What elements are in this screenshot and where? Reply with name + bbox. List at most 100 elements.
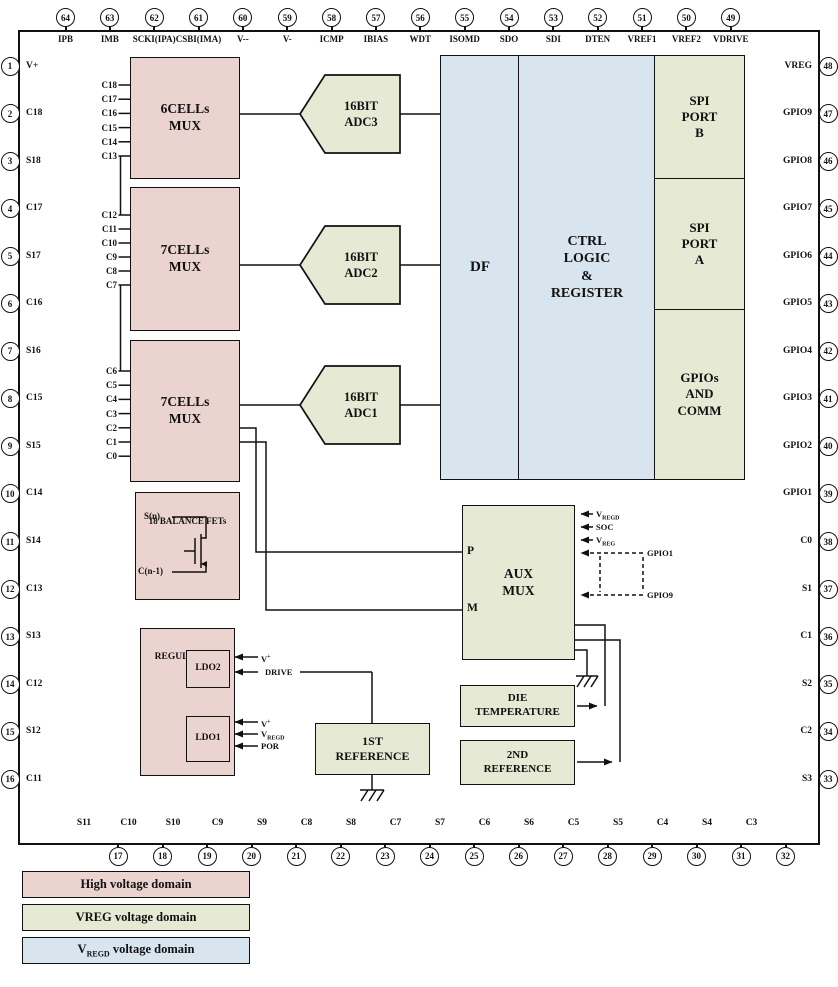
pin-tick xyxy=(428,843,431,847)
pin-11: 11 xyxy=(0,532,20,551)
pin-label-S9: S9 xyxy=(256,818,268,828)
pin-60: 60 xyxy=(233,8,253,27)
pin-label-S17: S17 xyxy=(26,250,41,261)
cell-input-C11: C11 xyxy=(101,224,117,234)
pin-63: 63 xyxy=(100,8,120,27)
pin-6: 6 xyxy=(0,294,20,314)
pin-15: 15 xyxy=(0,722,20,742)
pin-tick xyxy=(562,843,564,847)
cell-input-C13: C13 xyxy=(101,151,118,161)
pin-19: 19 xyxy=(197,846,217,866)
pin-label-GPIO7: GPIO7 xyxy=(782,203,812,214)
pin-tick xyxy=(695,843,698,847)
pin-29: 29 xyxy=(642,846,662,866)
pin-tick xyxy=(508,25,510,31)
pin-36: 36 xyxy=(818,627,838,647)
pin-label-VREF1: VREF1 xyxy=(627,34,657,44)
pin-tick xyxy=(729,25,732,31)
pin-53: 53 xyxy=(543,8,563,27)
pin-2: 2 xyxy=(0,104,20,124)
pin-tick xyxy=(473,843,475,847)
pin-18: 18 xyxy=(153,846,172,866)
ldo2-signal-DRIVE: DRIVE xyxy=(265,667,293,677)
pin-25: 25 xyxy=(464,846,484,866)
chip-outline xyxy=(18,30,820,845)
pin-8: 8 xyxy=(0,389,20,409)
pin-37: 37 xyxy=(818,579,838,599)
block-spi-port-b: SPI PORT B xyxy=(654,55,745,179)
cell-input-C16: C16 xyxy=(101,108,118,119)
cell-input-C14: C14 xyxy=(101,136,118,147)
pin-label-C1: C1 xyxy=(800,631,812,642)
ldo1-signal-VREGD: VREGD xyxy=(261,729,285,742)
pin-tick xyxy=(295,843,297,847)
pin-label-C5: C5 xyxy=(567,818,580,828)
pin-28: 28 xyxy=(598,846,617,866)
pin-52: 52 xyxy=(588,8,608,27)
pin-9: 9 xyxy=(0,436,20,456)
pin-label-SDI: SDI xyxy=(545,34,561,44)
pin-56: 56 xyxy=(410,8,430,27)
block-ctrl-logic-register: CTRL LOGIC & REGISTER xyxy=(518,55,656,480)
pin-tick xyxy=(651,843,653,847)
cell-input-C4: C4 xyxy=(106,394,117,405)
pin-49: 49 xyxy=(721,8,741,27)
pin-12: 12 xyxy=(0,579,20,599)
pin-label-S6: S6 xyxy=(523,818,535,828)
cell-input-C18: C18 xyxy=(101,80,118,90)
pin-tick xyxy=(241,25,244,31)
cell-input-C1: C1 xyxy=(106,437,117,447)
block-balance-fets: 18 BALANCE FETs xyxy=(135,492,240,600)
legend-vregd-voltage-label: VREGD voltage domain xyxy=(78,942,195,959)
pin-4: 4 xyxy=(0,199,20,219)
pin-label-C2: C2 xyxy=(800,726,812,737)
pin-label-IPB: IPB xyxy=(57,34,73,44)
pin-label-GPIO2: GPIO2 xyxy=(782,440,812,451)
pin-tick xyxy=(117,843,119,847)
pin-35: 35 xyxy=(818,674,838,694)
aux-signal-GPIO1: GPIO1 xyxy=(647,548,673,558)
pin-tick xyxy=(740,843,742,847)
pin-label-S12: S12 xyxy=(26,726,41,737)
pin-label-VREF2: VREF2 xyxy=(671,34,701,44)
block-7cells-mux-upper: 7CELLs MUX xyxy=(130,187,240,331)
pin-57: 57 xyxy=(366,8,386,27)
pin-tick xyxy=(250,843,253,847)
pin-label-C6: C6 xyxy=(478,818,491,828)
pin-tick xyxy=(384,843,386,847)
pin-label-S18: S18 xyxy=(26,155,41,166)
legend-high-voltage: High voltage domain xyxy=(22,871,250,898)
block-2nd-reference: 2ND REFERENCE xyxy=(460,740,575,785)
pin-tick xyxy=(330,25,333,31)
pin-label-C11: C11 xyxy=(26,773,42,784)
pin-label-GPIO4: GPIO4 xyxy=(782,345,812,356)
pin-label-S4: S4 xyxy=(701,818,713,828)
pin-48: 48 xyxy=(818,56,838,76)
pin-tick xyxy=(784,843,787,847)
pin-31: 31 xyxy=(731,846,751,866)
aux-port-p: P xyxy=(467,545,475,557)
pin-24: 24 xyxy=(420,846,439,866)
pin-43: 43 xyxy=(818,294,838,314)
pin-label-ICMP: ICMP xyxy=(319,34,344,44)
block-adc2: 16BIT ADC2 xyxy=(343,249,379,280)
pin-26: 26 xyxy=(509,846,528,866)
pin-label-C14: C14 xyxy=(26,488,43,499)
pin-label-C10: C10 xyxy=(120,818,137,828)
pin-label-C8: C8 xyxy=(300,818,313,828)
pin-label-GPIO3: GPIO3 xyxy=(782,393,812,404)
block-7cells-mux-lower: 7CELLs MUX xyxy=(130,340,240,482)
pin-59: 59 xyxy=(277,8,297,27)
pin-tick xyxy=(197,25,200,31)
legend-vregd-base: V xyxy=(77,942,87,957)
pin-label-C4: C4 xyxy=(656,818,669,828)
pin-label-C13: C13 xyxy=(26,583,43,594)
pin-17: 17 xyxy=(108,846,128,866)
pin-13: 13 xyxy=(0,627,20,647)
legend-vreg-voltage-label: VREG voltage domain xyxy=(75,910,197,924)
pin-label-C3: C3 xyxy=(745,818,758,828)
ldo1-signal-POR: POR xyxy=(261,741,279,751)
pin-38: 38 xyxy=(818,532,838,551)
pin-47: 47 xyxy=(818,104,838,124)
pin-label-S5: S5 xyxy=(612,818,624,828)
